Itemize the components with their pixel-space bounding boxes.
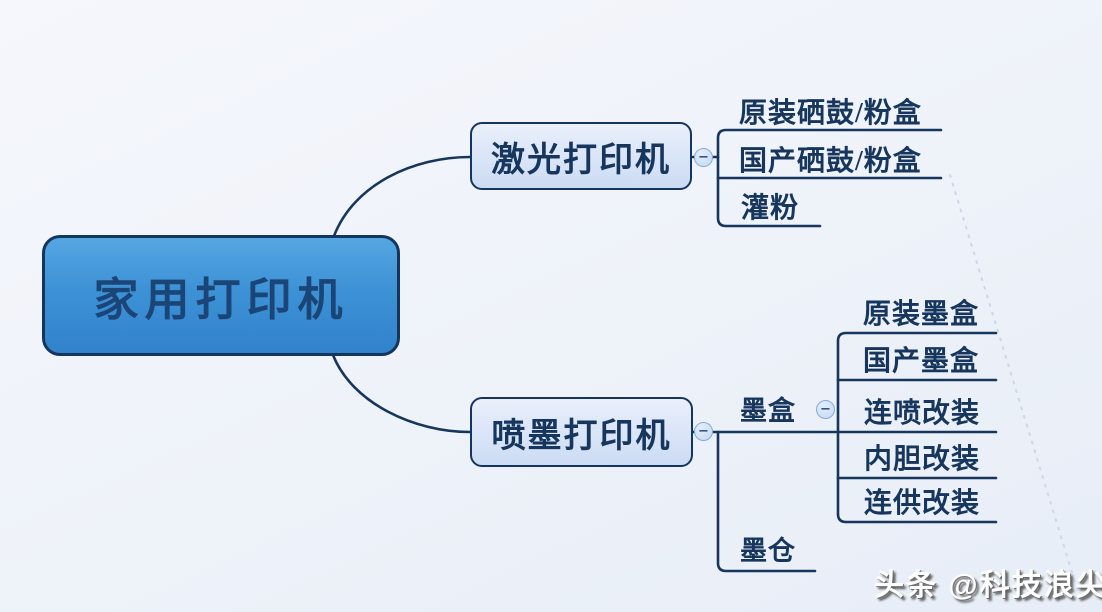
subtopic-original-toner-cartridge[interactable]: 原装硒鼓/粉盒 (739, 98, 922, 129)
minus-icon: − (698, 424, 709, 439)
subtopic-continuous-spray-mod[interactable]: 连喷改装 (864, 398, 981, 429)
connector-laser-child-toner-refill (716, 155, 822, 228)
connector-laser-child-original-toner (716, 128, 943, 159)
subtopic-domestic-toner-cartridge[interactable]: 国产硒鼓/粉盒 (739, 146, 922, 177)
watermark-toutiao: 头条 @科技浪尖 (874, 569, 1102, 602)
subtopic-inner-bladder-mod[interactable]: 内胆改装 (864, 444, 981, 475)
connector-cartridge-child-original (836, 331, 998, 434)
collapse-button-inkjet[interactable]: − (694, 422, 713, 441)
subtopic-toner-refill[interactable]: 灌粉 (741, 193, 800, 224)
connector-root-to-inkjet (331, 353, 472, 434)
collapse-button-laser[interactable]: − (694, 148, 713, 167)
topic-laser-printer[interactable]: 激光打印机 (470, 122, 692, 190)
minus-icon: − (698, 150, 709, 165)
subtopic-ink-tank[interactable]: 墨仓 (740, 536, 796, 566)
topic-laser-label: 激光打印机 (491, 141, 671, 179)
boundary-dotted-line (949, 174, 1079, 593)
collapse-button-ink-cartridge[interactable]: − (816, 400, 835, 419)
root-topic-home-printer[interactable]: 家用打印机 (42, 235, 400, 356)
minus-icon: − (820, 402, 831, 417)
subtopic-ink-cartridge[interactable]: 墨盒 (740, 396, 796, 426)
topic-inkjet-label: 喷墨打印机 (491, 417, 672, 455)
connector-cartridge-child-ciss (836, 430, 998, 524)
connector-root-to-laser (332, 155, 472, 238)
topic-inkjet-printer[interactable]: 喷墨打印机 (470, 397, 693, 467)
subtopic-original-ink-cartridge[interactable]: 原装墨盒 (863, 299, 980, 330)
connector-inkjet-to-ink-tank (716, 430, 817, 573)
subtopic-ciss-mod[interactable]: 连供改装 (864, 488, 981, 519)
root-topic-label: 家用打印机 (93, 275, 349, 325)
subtopic-domestic-ink-cartridge[interactable]: 国产墨盒 (863, 346, 980, 377)
